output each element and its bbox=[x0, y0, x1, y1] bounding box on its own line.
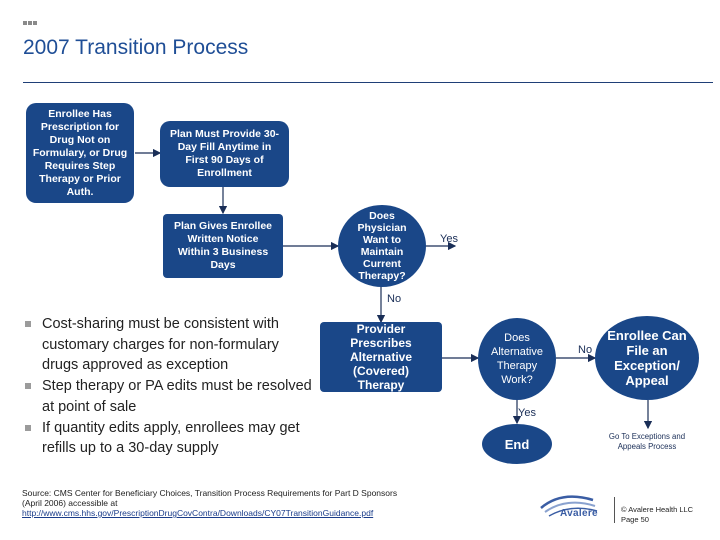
bullet-item: Step therapy or PA edits must be resolve… bbox=[24, 376, 314, 417]
yes-label-physician: Yes bbox=[440, 233, 458, 245]
avalere-logo-text: Avalere bbox=[560, 508, 598, 519]
does-physician-decision: Does Physician Want to Maintain Current … bbox=[338, 205, 426, 287]
end-terminal: End bbox=[482, 424, 552, 464]
footer-copyright: © Avalere Health LLC Page 50 bbox=[621, 505, 693, 525]
no-label-physician: No bbox=[387, 293, 402, 305]
source-url-link[interactable]: http://www.cms.hhs.gov/PrescriptionDrugC… bbox=[22, 508, 374, 518]
no-label-alternative: No bbox=[578, 344, 593, 356]
source-line-2: (April 2006) accessible at bbox=[22, 498, 118, 508]
footer-divider bbox=[614, 497, 615, 523]
source-citation: Source: CMS Center for Beneficiary Choic… bbox=[22, 488, 492, 518]
copyright-text: © Avalere Health LLC bbox=[621, 505, 694, 514]
title-dots-decoration bbox=[23, 21, 39, 25]
bullet-item: If quantity edits apply, enrollees may g… bbox=[24, 418, 314, 459]
bullet-list: Cost-sharing must be consistent with cus… bbox=[24, 314, 314, 459]
plan-must-provide-box: Plan Must Provide 30-Day Fill Anytime in… bbox=[160, 121, 289, 187]
does-alternative-decision: Does Alternative Therapy Work? bbox=[478, 318, 556, 400]
provider-prescribes-box: Provider Prescribes Alternative (Covered… bbox=[320, 322, 442, 392]
go-to-exceptions-label: Go To Exceptions and Appeals Process bbox=[608, 432, 686, 451]
enrollee-can-file-decision: Enrollee Can File an Exception/ Appeal bbox=[595, 316, 699, 400]
bullet-item: Cost-sharing must be consistent with cus… bbox=[24, 314, 314, 376]
source-line-1: Source: CMS Center for Beneficiary Choic… bbox=[22, 488, 398, 498]
plan-gives-notice-box: Plan Gives Enrollee Written Notice Withi… bbox=[163, 214, 283, 278]
slide-title: 2007 Transition Process bbox=[23, 36, 249, 59]
page-number: Page 50 bbox=[621, 515, 649, 524]
yes-label-alternative: Yes bbox=[518, 407, 536, 419]
title-divider bbox=[23, 82, 713, 83]
avalere-logo-icon bbox=[540, 495, 598, 517]
enrollee-has-prescription-box: Enrollee Has Prescription for Drug Not o… bbox=[26, 103, 134, 203]
